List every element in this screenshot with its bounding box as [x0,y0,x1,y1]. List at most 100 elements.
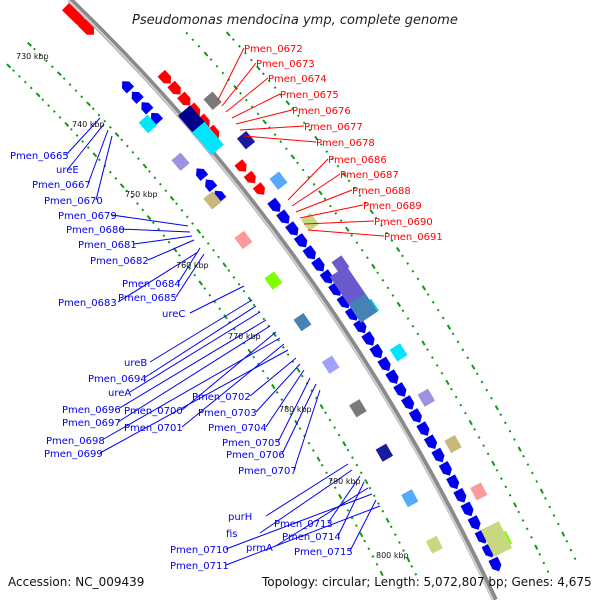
tick-mark [380,224,383,227]
tick-mark [508,429,512,433]
gene-label[interactable]: Pmen_0665 [10,151,69,162]
gene-label[interactable]: purH [228,512,252,523]
topology-text: Topology: circular; Length: 5,072,807 bp… [261,575,592,589]
gene-label[interactable]: Pmen_0675 [280,90,339,101]
gene-label[interactable]: Pmen_0710 [170,545,229,556]
tick-mark [401,309,405,313]
gene-label[interactable]: Pmen_0682 [90,256,149,267]
gene-label[interactable]: Pmen_0674 [268,74,327,85]
tick-mark [291,107,295,111]
gene-label[interactable]: Pmen_0683 [58,298,117,309]
tick-mark [369,209,374,215]
tick-mark [56,71,62,77]
gene-label[interactable]: ureB [124,358,147,369]
tick-mark [440,371,444,375]
tick-mark [252,303,256,307]
tick-mark [296,161,299,165]
gene-label[interactable]: Pmen_0690 [374,217,433,228]
tick-mark [286,353,290,356]
tick-mark [445,379,450,386]
gene-label[interactable]: Pmen_0711 [170,561,229,572]
gene-label[interactable]: ureE [56,165,79,176]
gene-label[interactable]: Pmen_0681 [78,240,137,251]
tick-mark [6,63,12,69]
feature-box [300,212,319,232]
tick-mark [249,58,253,62]
gene-label[interactable]: Pmen_0685 [118,293,177,304]
gene-label[interactable]: Pmen_0677 [304,122,363,133]
leader-line [299,204,364,219]
gene-label[interactable]: Pmen_0698 [46,436,105,447]
tick-mark [41,98,45,102]
tick-mark [271,383,276,390]
tick-mark [324,411,327,415]
kbp-label: 770 kbp [228,332,261,341]
tick-mark [410,565,414,568]
gene-label[interactable]: Pmen_0676 [292,106,351,117]
leader-line [295,189,353,213]
gene-label[interactable]: ureA [108,388,131,399]
gene-label[interactable]: Pmen_0670 [44,196,103,207]
gene-label[interactable]: Pmen_0688 [352,186,411,197]
gene-label[interactable]: Pmen_0713 [274,519,333,530]
gene-label[interactable]: Pmen_0678 [316,138,375,149]
gene-label[interactable]: Pmen_0703 [198,408,257,419]
gene-label[interactable]: Pmen_0680 [66,225,125,236]
leader-line [177,247,201,284]
tick-mark [151,221,155,225]
tick-mark [336,164,340,168]
gene-label[interactable]: Pmen_0686 [328,155,387,166]
tick-mark [552,514,556,517]
tick-mark [464,411,467,415]
gene-label[interactable]: Pmen_0684 [122,279,181,290]
tick-mark [431,356,434,359]
tick-mark [530,471,534,475]
tick-mark [525,527,529,531]
gene-label[interactable]: Pmen_0702 [192,392,251,403]
leader-line [239,125,305,131]
gene-label[interactable]: Pmen_0700 [124,406,183,417]
tick-mark [221,71,225,75]
tick-mark [396,301,402,308]
gene-label[interactable]: Pmen_0679 [58,211,117,222]
gene-label[interactable]: Pmen_0715 [294,547,353,558]
gene-label[interactable]: Pmen_0694 [88,374,147,385]
gene-label[interactable]: Pmen_0697 [62,418,121,429]
tick-mark [328,418,332,422]
leader-line [149,299,253,363]
tick-mark [180,208,184,212]
gene-label[interactable]: Pmen_0667 [32,180,91,191]
gene-label[interactable]: Pmen_0705 [222,438,281,449]
tick-mark [569,548,573,552]
tick-mark [300,374,304,378]
tick-mark [169,195,175,201]
gene-label[interactable]: Pmen_0696 [62,405,121,416]
gene-features [61,3,513,572]
gene-label[interactable]: Pmen_0706 [226,450,285,461]
gene-label[interactable]: Pmen_0701 [124,423,183,434]
tick-mark [319,142,323,146]
leader-line [225,77,269,113]
tick-mark [526,463,530,466]
gene-label[interactable]: Pmen_0687 [340,170,399,181]
tick-mark [267,79,271,83]
gene-label[interactable]: Pmen_0704 [208,423,267,434]
leader-line [349,499,377,552]
gene-label[interactable]: ureC [162,309,185,320]
feature-box [349,399,367,418]
gene-label[interactable]: Pmen_0707 [238,466,297,477]
gene-label[interactable]: Pmen_0689 [363,201,422,212]
tick-mark [364,479,369,485]
gene-label[interactable]: fis [226,529,238,540]
gene-label[interactable]: Pmen_0699 [44,449,103,460]
gene-label[interactable]: Pmen_0714 [282,532,341,543]
gene-label[interactable]: Pmen_0672 [244,44,303,55]
feature-box [348,293,378,323]
tick-mark [325,471,328,475]
gene-label[interactable]: Pmen_0673 [256,59,315,70]
gene-label[interactable]: prmA [246,543,273,554]
gene-label[interactable]: Pmen_0691 [384,232,443,243]
tick-mark [504,485,508,489]
tick-mark [482,444,485,448]
tick-mark [279,93,283,97]
